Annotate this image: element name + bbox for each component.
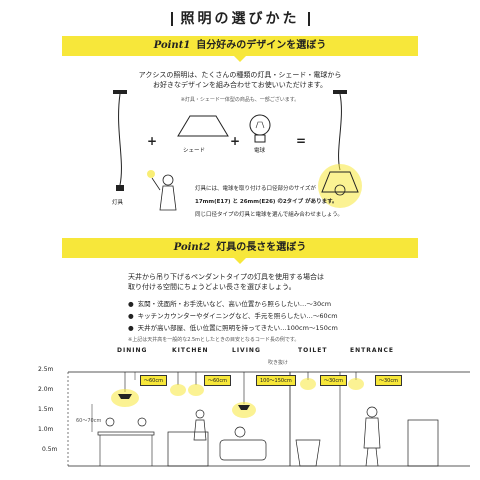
point2-heading: 灯具の長さを選ぼう (216, 242, 307, 253)
lamp-label: 灯具 (112, 200, 124, 206)
bullet-kitchen: キッチンカウンターやダイニングなど、手元を照らしたい…〜60cm (128, 310, 338, 320)
tag-dining: 〜60cm (140, 375, 167, 386)
point1-desc-line1: 灯具には、電球を取り付ける口径部分のサイズが (195, 186, 316, 192)
tag-kitchen: 〜60cm (204, 375, 231, 386)
point1-intro-line1: アクシスの照明は、たくさんの種類の灯具・シェード・電球から (138, 71, 342, 79)
scale-1-5: 1.5m (38, 406, 54, 413)
stair-note: 吹き抜け (268, 360, 289, 366)
assembled-lamp-illustration (318, 90, 362, 208)
shade-label: シェード (183, 148, 206, 154)
point2-intro-line1: 天井から吊り下げるペンダントタイプの灯具を使用する場合は (128, 273, 324, 281)
room-living: LIVING (232, 347, 261, 354)
point1-banner: Point1 自分好みのデザインを選ぼう (62, 36, 418, 62)
point1-desc-line3: 同じ口径タイプの灯具と電球を選んで組み合わせましょう。 (195, 212, 343, 218)
page-title: 照明の選びかた (0, 8, 480, 28)
point1-description: 灯具には、電球を取り付ける口径部分のサイズが 17mm(E17) と 26mm(… (195, 183, 345, 222)
point1-illustrations (113, 90, 362, 211)
room-kitchen: KITCHEN (172, 347, 209, 354)
dining-height-note: 60〜70cm (76, 418, 102, 424)
point2-intro-line2: 取り付ける空間にちょうどよい長さを選びましょう。 (128, 283, 296, 291)
scale-2-5: 2.5m (38, 366, 54, 373)
equals-sign: = (296, 134, 307, 148)
point1-label: Point1 (153, 40, 191, 51)
point1-intro: アクシスの照明は、たくさんの種類の灯具・シェード・電球から お好きなデザインを組… (100, 70, 380, 90)
bulb-label: 電球 (254, 148, 266, 154)
scale-2-0: 2.0m (38, 386, 54, 393)
title-text: 照明の選びかた (180, 11, 300, 27)
bulb-illustration (249, 114, 271, 143)
point1-desc-line2: 17mm(E17) と 26mm(E26) の2タイプ があります。 (195, 199, 338, 205)
point2-label: Point2 (173, 242, 211, 253)
room-entrance: ENTRANCE (350, 347, 394, 354)
title-bar-right (307, 12, 310, 26)
point1-intro-line2: お好きなデザインを組み合わせてお使いいただけます。 (152, 81, 328, 89)
point2-note: ※上記は天井高を一般的な2.5mとしたときの目安となるコード長の例です。 (128, 337, 300, 343)
bullet-high-ceiling: 天井が高い部屋、低い位置に照明を持ってきたい…100cm〜150cm (128, 322, 338, 332)
room-toilet: TOILET (298, 347, 328, 354)
lamp-illustration (113, 90, 177, 211)
point1-heading: 自分好みのデザインを選ぼう (196, 40, 327, 51)
point1-note: ※灯具・シェード一体型の商品も、一部ございます。 (180, 97, 300, 103)
scale-1-0: 1.0m (38, 426, 54, 433)
tag-living: 100〜150cm (256, 375, 296, 386)
tag-toilet: 〜30cm (320, 375, 347, 386)
scale-0-5: 0.5m (42, 446, 58, 453)
bullet-entrance: 玄関・洗面所・お手洗いなど、高い位置から照らしたい…〜30cm (128, 298, 331, 308)
point2-intro: 天井から吊り下げるペンダントタイプの灯具を使用する場合は 取り付ける空間にちょう… (128, 272, 408, 292)
plus-sign-1: + (147, 134, 158, 148)
title-bar-left (170, 12, 173, 26)
tag-entrance: 〜30cm (375, 375, 402, 386)
plus-sign-2: + (230, 134, 241, 148)
point2-banner: Point2 灯具の長さを選ぼう (62, 238, 418, 264)
room-dining: DINING (117, 347, 148, 354)
shade-illustration (177, 115, 229, 137)
